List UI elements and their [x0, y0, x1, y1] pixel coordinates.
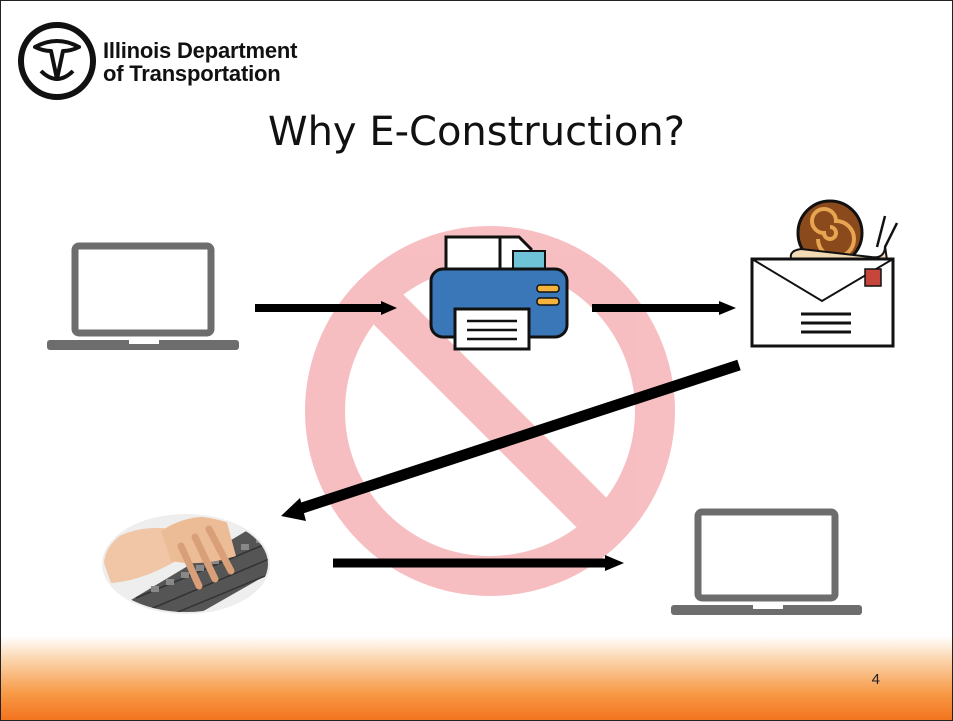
arrow-typing-to-laptop: [333, 555, 624, 571]
footer-bar: 4: [1, 636, 952, 720]
arrow-mail-to-typing: [281, 359, 741, 521]
org-line-1: Illinois Department: [103, 38, 298, 63]
arrow-laptop-to-printer: [255, 301, 397, 315]
laptop-icon: [671, 508, 862, 615]
idot-logo-icon: [18, 22, 96, 100]
laptop-icon: [47, 242, 239, 350]
printer-icon: [429, 235, 569, 351]
typing-hands-keyboard-icon: [102, 514, 270, 614]
page-number: 4: [871, 671, 880, 688]
page-title: Why E-Construction?: [268, 109, 685, 155]
envelope-snail-icon: [750, 199, 899, 348]
organization-name: Illinois Department of Transportation: [103, 39, 297, 85]
arrow-printer-to-mail: [592, 301, 736, 315]
org-line-2: of Transportation: [103, 61, 281, 86]
